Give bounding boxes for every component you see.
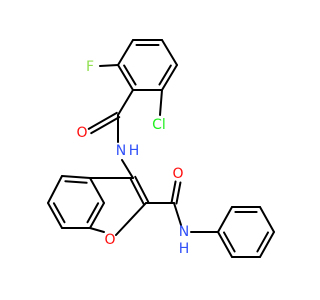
ring-benzo-bond xyxy=(47,202,63,229)
carbonyl-double-bond-1-b xyxy=(90,116,121,135)
ring-top-bond xyxy=(161,64,178,91)
bond-c2-furan-oxygen xyxy=(115,202,147,236)
ring-benzo-inner-bond xyxy=(52,202,66,224)
ring-benzo-bond xyxy=(61,175,91,179)
atom-label-carbonyl-oxygen-1: O xyxy=(76,125,87,141)
atom-label-fluorine: F xyxy=(86,59,94,75)
bond-nitrogen-to-c3 xyxy=(121,159,134,179)
ring-top-inner-bond xyxy=(123,64,137,86)
furan-c2-c3-double-bond-b xyxy=(134,175,150,203)
ring-phenyl-bond xyxy=(259,231,275,258)
ring-phenyl-inner-bond xyxy=(256,231,270,253)
bond-furan-oxygen-c7a xyxy=(89,227,105,233)
atom-label-amide-nitrogen-2: N xyxy=(179,224,189,240)
atom-label-amide-hydrogen-2: H xyxy=(179,241,190,257)
bond-to-fluorine xyxy=(99,64,119,67)
atom-label-furan-oxygen: O xyxy=(104,232,115,248)
carbonyl-double-bond-1-a xyxy=(87,111,118,130)
ring-benzo-bond xyxy=(89,177,105,204)
ring-top-bond xyxy=(117,39,134,66)
bond-lines xyxy=(47,39,275,258)
ring-benzo-inner-bond xyxy=(86,202,100,224)
bond-ring-to-carbonyl-1 xyxy=(117,89,134,116)
ring-benzo-bond xyxy=(47,175,63,204)
furan-c2-c3-double-bond-a xyxy=(129,178,145,206)
ring-top-bond xyxy=(161,39,178,66)
carbonyl-double-bond-2-a xyxy=(175,181,182,205)
atom-label-amide-hydrogen-1: H xyxy=(129,143,140,159)
ring-top-bond xyxy=(117,64,134,91)
atom-label-amide-nitrogen-1: N xyxy=(116,143,126,159)
ring-phenyl-bond xyxy=(217,231,233,258)
atom-label-carbonyl-oxygen-2: O xyxy=(172,166,183,182)
ring-benzo-inner-bond xyxy=(64,180,88,184)
ring-phenyl-bond xyxy=(259,206,275,233)
ring-phenyl-bond xyxy=(217,206,233,233)
bond-to-chlorine xyxy=(159,89,163,116)
chemical-structure: F Cl O N H O O N H xyxy=(47,39,275,258)
ring-benzo-bond xyxy=(89,202,105,229)
ring-phenyl-inner-bond xyxy=(222,231,236,253)
ring-top-inner-bond xyxy=(158,64,172,86)
carbonyl-double-bond-2-b xyxy=(170,180,177,204)
atom-label-chlorine: Cl xyxy=(152,117,166,133)
bond-carbonyl-to-nitrogen-2 xyxy=(173,202,182,226)
